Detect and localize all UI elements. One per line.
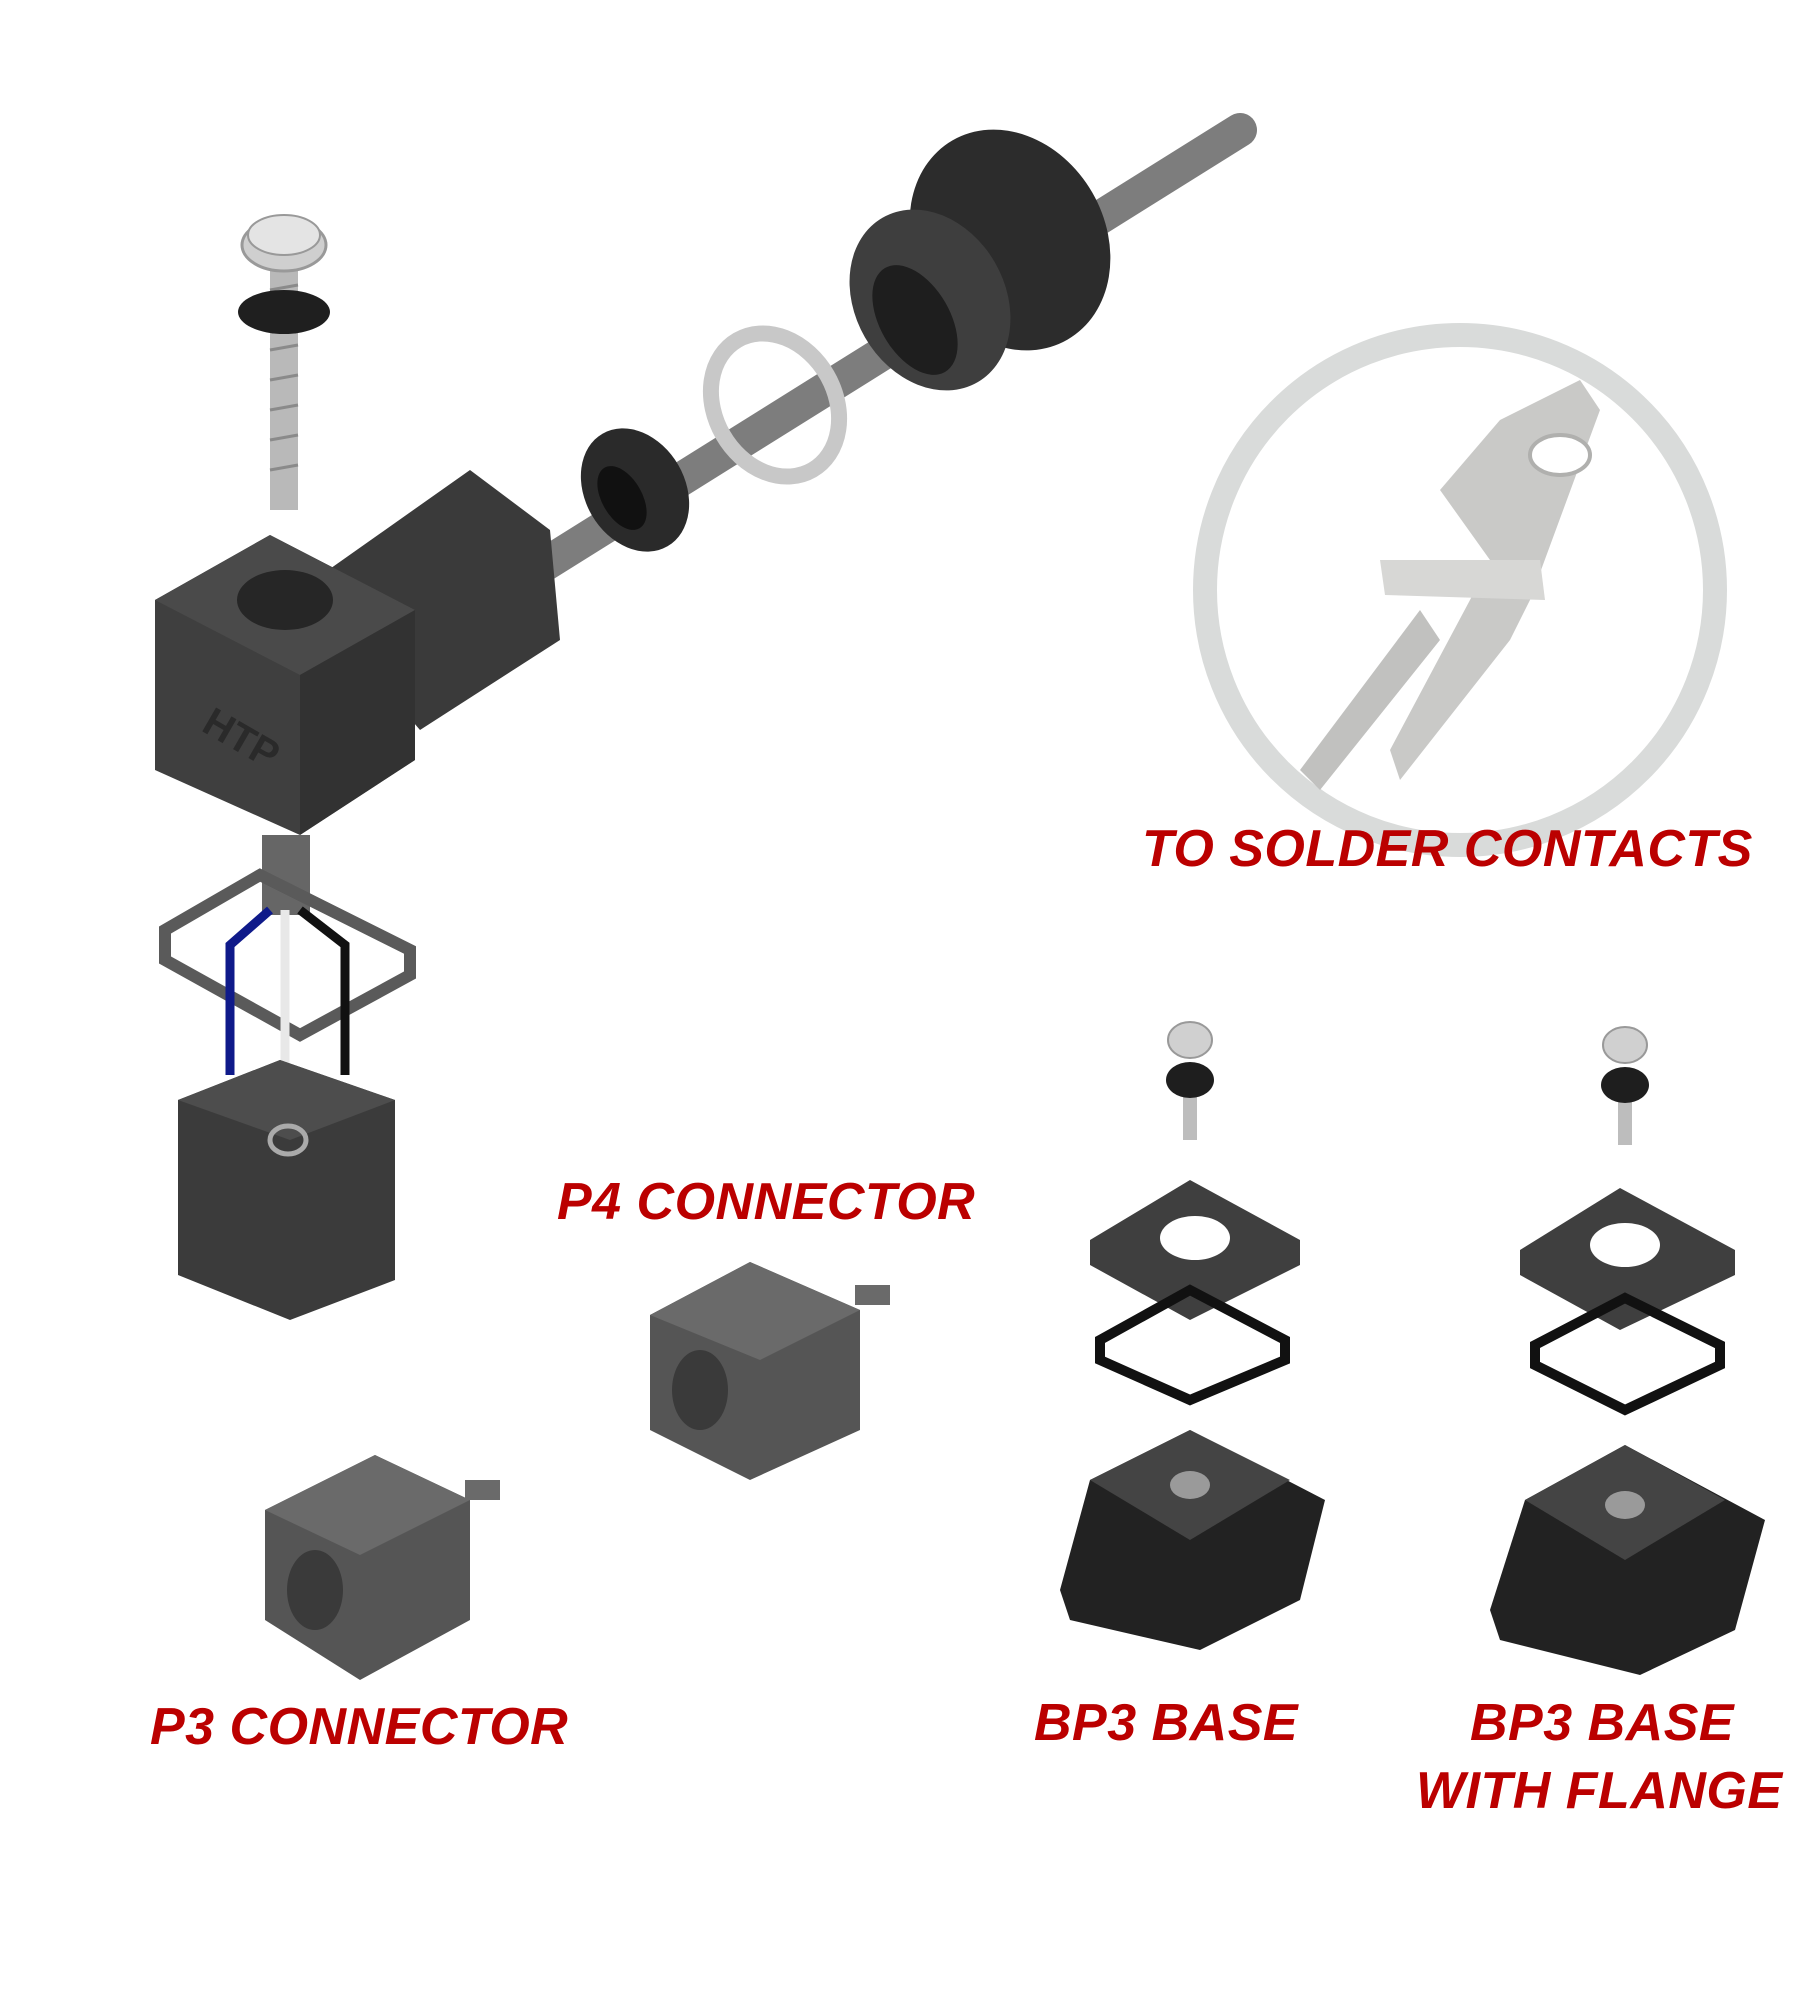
bp3-base-flange-part (1490, 1026, 1765, 1675)
contact-insert (178, 1060, 395, 1320)
wires (225, 906, 350, 1075)
clamp-ring (702, 325, 848, 485)
p4-connector-part (650, 1262, 890, 1480)
gland-nut (849, 129, 1111, 391)
label-p4-connector: P4 CONNECTOR (557, 1173, 976, 1231)
label-bp3-base-flange-line2: WITH FLANGE (1416, 1762, 1783, 1820)
solder-contact-detail (1193, 323, 1727, 857)
screw (238, 214, 330, 510)
cable-seal (580, 428, 690, 552)
label-p3-connector: P3 CONNECTOR (150, 1698, 569, 1756)
label-bp3-base-flange-line1: BP3 BASE (1470, 1694, 1735, 1752)
label-solder-contacts: TO SOLDER CONTACTS (1142, 820, 1753, 878)
p3-connector-part (265, 1455, 500, 1680)
label-bp3-base: BP3 BASE (1034, 1694, 1299, 1752)
housing-gasket (159, 868, 416, 1042)
bp3-base-part (1060, 1021, 1325, 1650)
connector-housing: HTP (155, 470, 560, 835)
